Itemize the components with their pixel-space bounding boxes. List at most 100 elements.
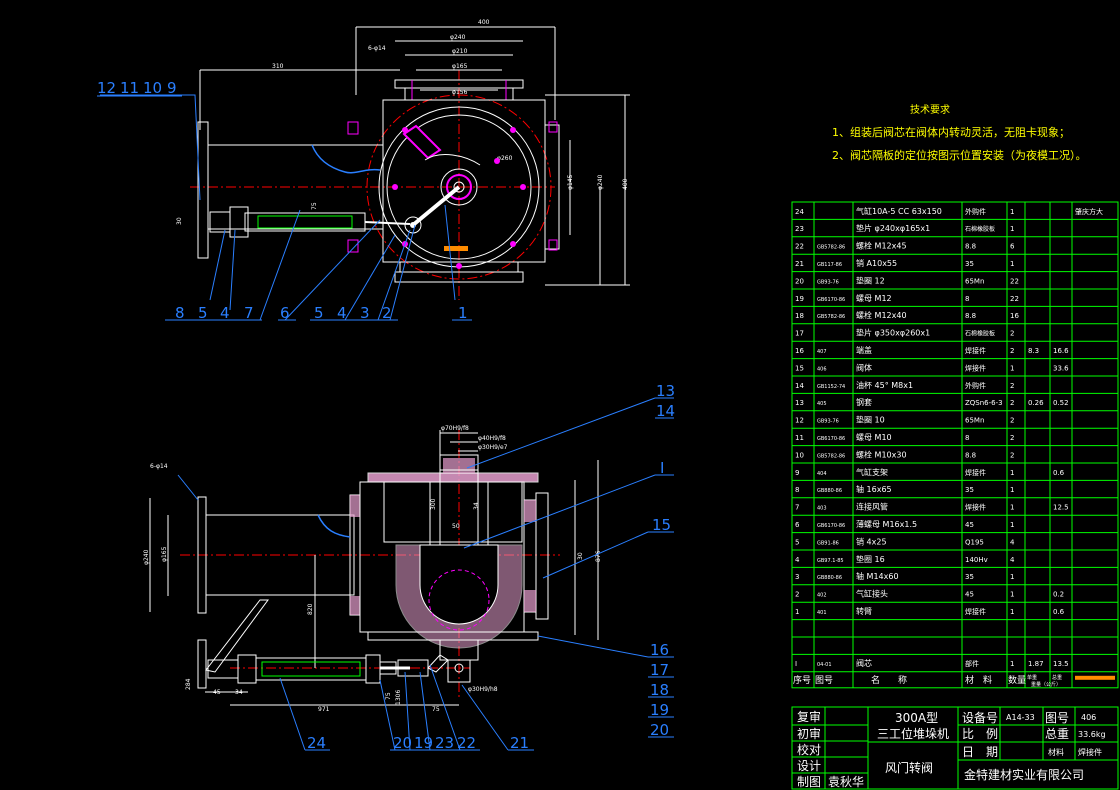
bom-cell-code: 402 [817, 593, 827, 599]
bom-cell-code: 401 [817, 610, 827, 616]
balloon-4b: 4 [337, 304, 347, 322]
bom-cell-name: 阀芯 [856, 658, 872, 668]
bom-cell-name: 轴 16x65 [856, 484, 892, 494]
bom-cell-material: 140Hv [965, 556, 988, 564]
bom-cell-code: GB117-86 [817, 262, 842, 268]
dim-75: 75 [311, 202, 318, 210]
bom-cell-name: 钢套 [856, 397, 872, 407]
bom-cell-qty: 1 [1010, 208, 1014, 216]
bom-cell-material: 8 [965, 295, 969, 303]
dim-300: 300 [430, 498, 437, 510]
dim-50: 50 [452, 523, 460, 530]
bom-cell-qty: 1 [1010, 486, 1014, 494]
title-block: 复审 初审 校对 设计 制图 袁秋华 300A型 三工位堆垛机 风门转阀 设备号… [791, 706, 1119, 790]
bom-cell-no: 24 [795, 208, 804, 216]
bom-cell-code: 405 [817, 401, 827, 407]
top-view: 400 φ240 φ210 φ165 φ156 310 6-φ14 φ260 φ… [97, 19, 630, 322]
bom-cell-qty: 1 [1010, 573, 1014, 581]
bom-cell-qty: 4 [1010, 538, 1015, 546]
technical-requirements: 技术要求 1、组装后阀芯在阀体内转动灵活，无阻卡现象； 2、阀芯隔板的定位按图示… [832, 103, 1087, 162]
bom-cell-material: 焊接件 [965, 346, 986, 355]
bom-cell-no: 9 [795, 469, 799, 477]
bom-cell-no: 2 [795, 591, 799, 599]
bom-cell-material: ZQSn6-6-3 [965, 399, 1003, 407]
bom-cell-qty: 2 [1010, 347, 1014, 355]
dim-30: 30 [176, 217, 183, 225]
dim-phi70: φ70H9/f8 [441, 425, 469, 432]
bom-cell-w2: 0.6 [1053, 608, 1065, 616]
bom-cell-no: 21 [795, 260, 804, 268]
bom-cell-material: 外购件 [965, 381, 986, 390]
dim-34: 34 [235, 689, 243, 696]
tb-date-label: 日 期 [962, 745, 998, 759]
dim-6-phi14: 6-φ14 [368, 45, 386, 52]
bom-cell-name: 垫圈 16 [856, 554, 885, 564]
bom-cell-w1: 8.3 [1028, 347, 1039, 355]
bom-cell-no: 3 [795, 573, 799, 581]
bom-cell-code: GB880-86 [817, 575, 842, 581]
bom-cell-code: GB880-86 [817, 488, 842, 494]
bom-cell-name: 连接风管 [856, 502, 888, 512]
bom-cell-no: 5 [795, 538, 799, 546]
bom-cell-w2: 0.6 [1053, 469, 1065, 477]
bom-header-cell: 名 称 [871, 674, 907, 686]
tb-material-value: 焊接件 [1078, 747, 1102, 757]
tb-check: 校对 [797, 742, 821, 757]
bom-cell-name: 阀体 [856, 362, 872, 372]
dim-phi240-f: φ240 [143, 549, 150, 565]
bom-cell-material: 45 [965, 521, 974, 529]
bom-cell-name: 气缸接头 [856, 589, 888, 599]
front-view: φ70H9/f8 φ40H9/f8 φ30H9/e7 6-φ14 φ240 φ1… [143, 382, 675, 752]
balloon-16: 16 [650, 641, 669, 659]
bom-cell-no: 19 [795, 295, 804, 303]
bom-cell-qty: 2 [1010, 451, 1014, 459]
dim-400: 400 [478, 19, 490, 26]
bom-cell-code: GB97.1-85 [817, 558, 844, 564]
bom-cell-qty: 4 [1010, 556, 1015, 564]
balloon-1: 1 [458, 304, 468, 322]
balloon-2: 2 [382, 304, 392, 322]
balloon-20b: 20 [393, 734, 412, 752]
bom-cell-material: 外购件 [965, 207, 986, 216]
dim-phi240: φ240 [450, 34, 466, 41]
balloon-14: 14 [656, 402, 675, 420]
bom-cell-qty: 2 [1010, 417, 1014, 425]
bom-cell-qty: 22 [1010, 295, 1019, 303]
bom-cell-no: 18 [795, 312, 804, 320]
bom-cell-no: 4 [795, 556, 800, 564]
bom-cell-code: 407 [817, 349, 827, 355]
bom-header-weight-unit: 重量（公斤） [1031, 681, 1061, 688]
bom-cell-material: 35 [965, 486, 974, 494]
bom-cell-code: 406 [817, 366, 827, 372]
tb-product-2: 三工位堆垛机 [877, 726, 949, 741]
bom-cell-material: 65Mn [965, 417, 984, 425]
balloon-12: 12 [97, 79, 116, 97]
dim-phi210: φ210 [452, 48, 468, 55]
bom-cell-name: 螺栓 M10x30 [856, 449, 907, 459]
bom-cell-material: 石棉橡胶板 [965, 225, 995, 233]
bom-cell-material: 焊接件 [965, 607, 986, 616]
bom-cell-no: 8 [795, 486, 799, 494]
tb-design: 设计 [797, 759, 821, 773]
balloon-19: 19 [650, 701, 669, 719]
bom-cell-material: 焊接件 [965, 468, 986, 477]
bom-cell-code: 403 [817, 506, 827, 512]
bom-cell-qty: 1 [1010, 504, 1014, 512]
bom-cell-qty: 1 [1010, 608, 1014, 616]
bom-cell-no: 23 [795, 225, 804, 233]
balloon-19b: 19 [414, 734, 433, 752]
bom-cell-qty: 2 [1010, 330, 1014, 338]
bom-cell-code: GB93-76 [817, 419, 839, 425]
dim-phi165-f: φ165 [161, 546, 168, 562]
bom-cell-name: 螺母 M12 [856, 293, 892, 303]
bom-cell-w2: 33.6 [1053, 364, 1069, 372]
bom-cell-qty: 2 [1010, 382, 1014, 390]
bom-cell-material: 8.8 [965, 243, 976, 251]
bom-cell-code: GB6170-86 [817, 436, 845, 442]
dim-34-v: 34 [473, 502, 480, 510]
dim-1306: 1306 [395, 690, 402, 705]
dim-phi30: φ30H9/e7 [478, 444, 508, 451]
bom-cell-qty: 1 [1010, 260, 1014, 268]
bom-cell-w2: 0.52 [1053, 399, 1069, 407]
